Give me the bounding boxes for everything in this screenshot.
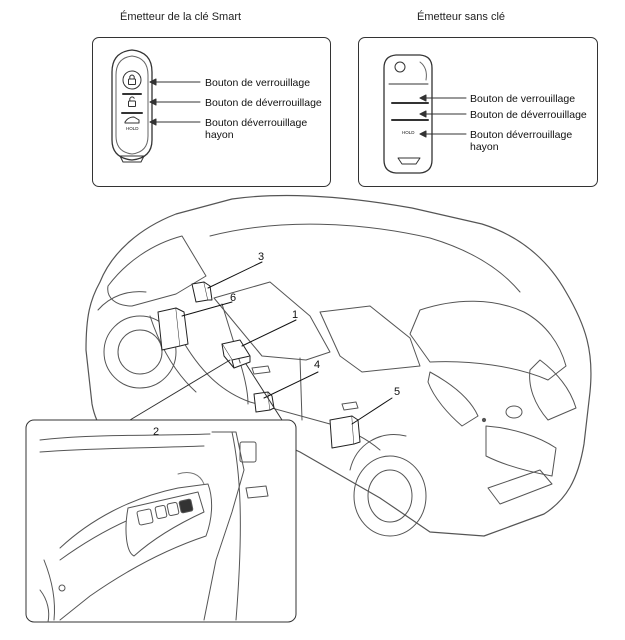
lock-icon [122,70,142,90]
smart-hold-text: HOLD [126,126,139,131]
smart-key-title: Émetteur de la clé Smart [120,11,242,23]
module-6 [157,307,189,351]
callout-3: 3 [258,251,265,263]
key-head-icon [394,61,406,73]
keyless-fob [383,54,467,174]
callout-1: 1 [292,309,299,321]
module-5 [329,415,361,449]
keyless-unlock-label: Bouton de déverrouillage [470,109,587,121]
smart-trunk-label-2: hayon [205,129,234,141]
callout-5: 5 [394,386,401,398]
callout-4: 4 [314,359,321,371]
trunk-icon [124,116,140,124]
smart-key-fob [111,49,201,163]
module-1 [221,339,251,369]
module-3 [191,281,213,303]
keyless-title: Émetteur sans clé [417,11,506,23]
keyless-trunk-label: Bouton déverrouillage [470,129,573,141]
keyless-trunk-label-2: hayon [470,141,499,153]
keyless-lock-label: Bouton de verrouillage [470,93,576,105]
smart-trunk-label: Bouton déverrouillage [205,117,308,129]
smart-lock-label: Bouton de verrouillage [205,77,311,89]
callout-2: 2 [153,426,160,438]
callout-6: 6 [230,292,237,304]
door-detail-artwork [39,431,269,623]
keyless-hold-text: HOLD [402,130,415,135]
unlock-icon [128,96,136,107]
car-illustration [85,194,592,537]
smart-unlock-label: Bouton de déverrouillage [205,97,322,109]
